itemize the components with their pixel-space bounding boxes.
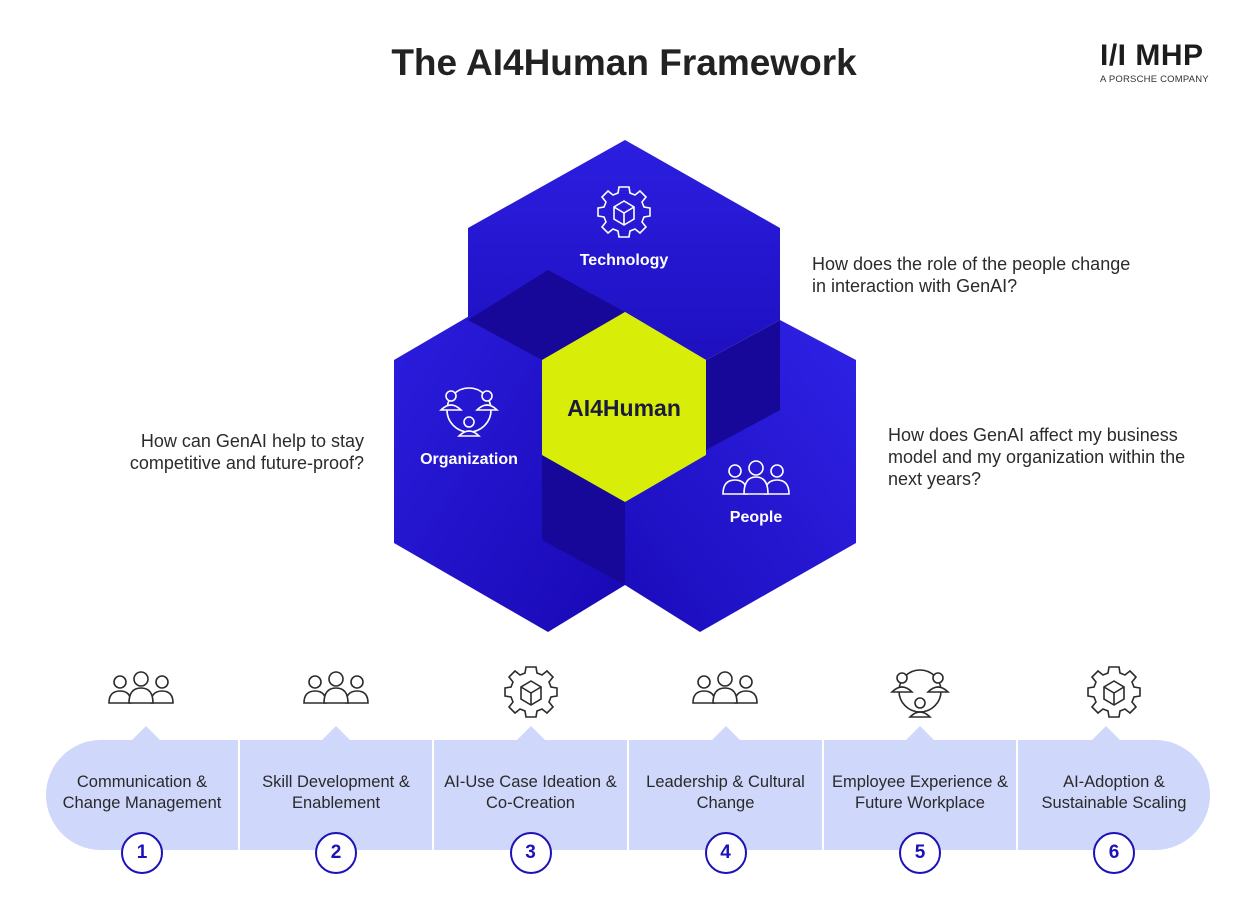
- step-number: 6: [1093, 832, 1135, 874]
- logo-slash-icon: I/I: [1100, 39, 1127, 72]
- step-notch: [322, 726, 350, 740]
- step-4: Leadership & Cultural Change 4: [629, 726, 822, 874]
- inner-face-top-right: [706, 320, 780, 450]
- step-number: 2: [315, 832, 357, 874]
- step-6: AI-Adoption & Sustainable Scaling 6: [1018, 726, 1210, 874]
- divider: [1016, 740, 1018, 850]
- organization-label: Organization: [420, 451, 518, 468]
- gear-cube-icon: [1087, 666, 1141, 718]
- steps-band: Communication & Change Management 1 Skil…: [46, 726, 1210, 874]
- people-hexagon: [625, 320, 856, 632]
- step-number: 5: [899, 832, 941, 874]
- center-hexagon: [542, 312, 706, 502]
- step-label: Communication & Change Management: [62, 773, 222, 812]
- step-notch: [1092, 726, 1121, 740]
- step-label: Employee Experience & Future Workplace: [831, 773, 1009, 812]
- step-5: Employee Experience & Future Workplace 5: [824, 726, 1016, 874]
- people-group-icon: [692, 671, 758, 704]
- divider: [627, 740, 629, 850]
- step-label: AI-Use Case Ideation & Co-Creation: [444, 773, 617, 812]
- gear-cube-icon: [597, 186, 651, 238]
- mhp-logo: I/I MHP A PORSCHE COMPANY: [1100, 39, 1210, 86]
- step-number: 1: [121, 832, 163, 874]
- divider: [432, 740, 434, 850]
- divider: [822, 740, 824, 850]
- step-label: Leadership & Cultural Change: [646, 773, 805, 812]
- step-label: Skill Development & Enablement: [262, 773, 410, 812]
- question-technology: How does the role of the people change i…: [812, 254, 1131, 296]
- people-label: People: [730, 509, 783, 526]
- step-notch: [131, 726, 160, 740]
- gear-cube-icon: [504, 666, 558, 718]
- technology-label: Technology: [580, 252, 669, 269]
- step-number: 4: [704, 832, 747, 874]
- people-group-icon: [303, 671, 369, 704]
- network-people-icon: [439, 387, 499, 437]
- people-group-icon: [108, 671, 174, 704]
- network-people-icon: [890, 669, 950, 718]
- logo-mark: MHP: [1135, 39, 1204, 72]
- step-3: AI-Use Case Ideation & Co-Creation 3: [434, 726, 627, 874]
- step-number: 3: [509, 832, 552, 874]
- inner-face-top-left: [468, 270, 625, 360]
- step-2: Skill Development & Enablement 2: [240, 726, 432, 874]
- step-label: AI-Adoption & Sustainable Scaling: [1041, 773, 1187, 812]
- step-notch: [516, 726, 545, 740]
- question-organization: How can GenAI help to stay competitive a…: [129, 431, 364, 473]
- center-label: AI4Human: [567, 395, 681, 421]
- step-notch: [711, 726, 740, 740]
- question-people: How does GenAI affect my business model …: [888, 425, 1186, 489]
- divider: [238, 740, 240, 850]
- step-1: Communication & Change Management 1: [46, 726, 238, 874]
- step-notch: [906, 726, 934, 740]
- logo-subtitle: A PORSCHE COMPANY: [1100, 74, 1209, 85]
- inner-face-bottom: [542, 455, 625, 585]
- page-title: The AI4Human Framework: [391, 42, 857, 83]
- people-group-icon: [722, 460, 790, 495]
